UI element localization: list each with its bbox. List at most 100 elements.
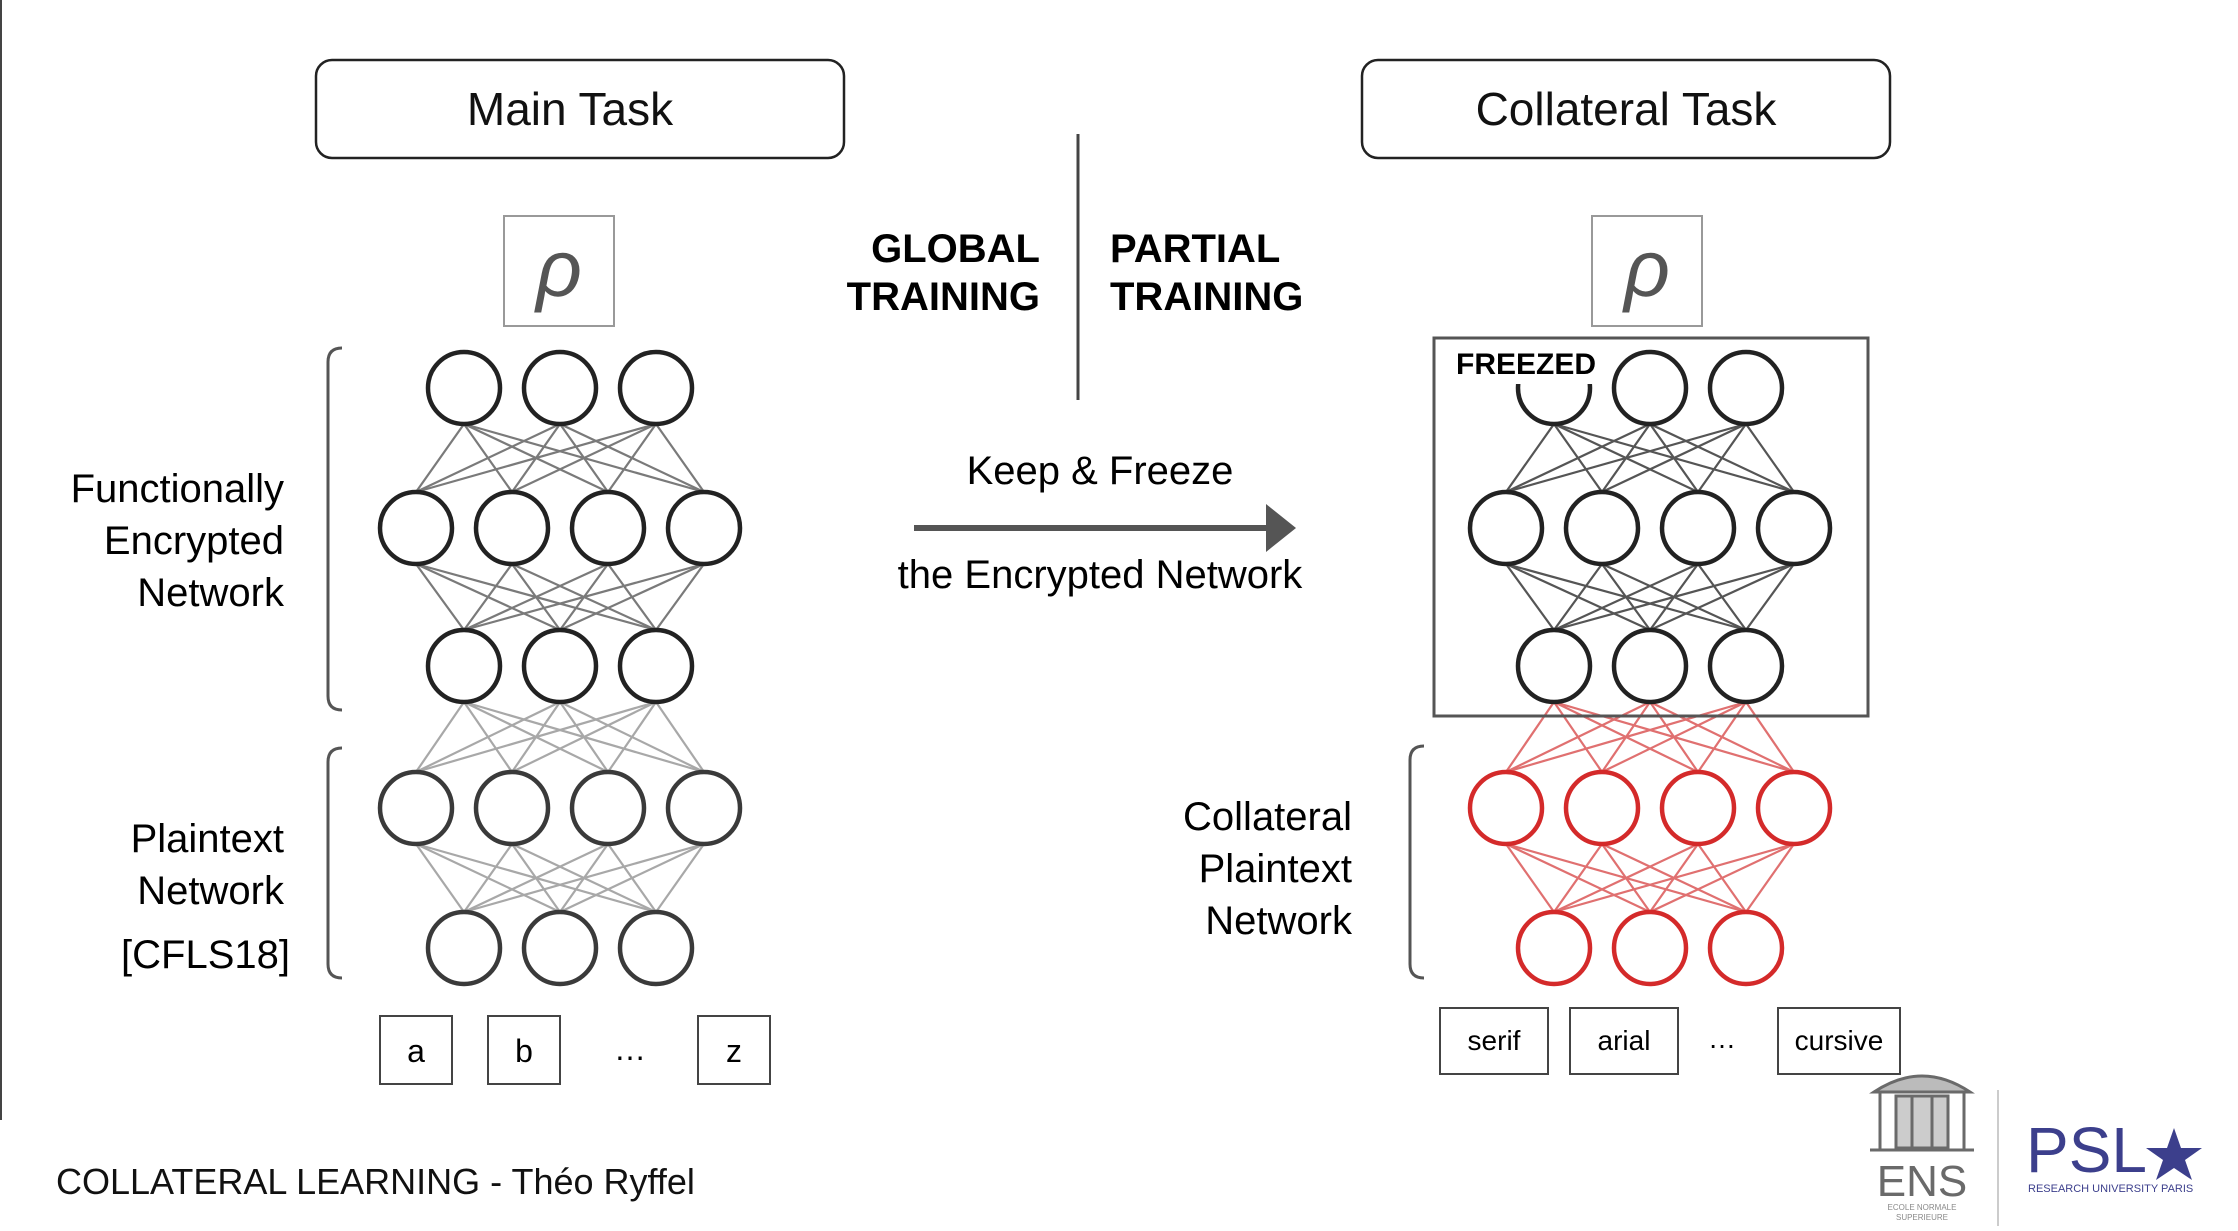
collateral-network-node-1-2 (1659, 489, 1737, 567)
collateral-output-arial-label: arial (1598, 1025, 1651, 1056)
collateral-network-edge-2-1-0 (1505, 701, 1651, 773)
main-output-b: b (487, 1015, 561, 1085)
main-network-edge-3-3-0 (463, 842, 705, 914)
main-network-edge-0-2-0 (415, 422, 657, 494)
encrypted-bracket (326, 346, 343, 712)
collateral-network-edge-0-0-0 (1505, 423, 1555, 493)
main-network-edge-2-2-0 (415, 700, 657, 774)
plaintext-label-line-3: [CFLS18] (121, 933, 290, 977)
main-network-edge-0-2-2 (607, 423, 657, 493)
main-network-node-2-0 (425, 627, 503, 705)
collateral-network-edge-1-0-0 (1505, 563, 1555, 631)
freezed-label: FREEZED (1456, 348, 1596, 381)
main-network-node-1-0 (377, 489, 455, 567)
collateral-network-edge-3-2-0 (1553, 843, 1699, 913)
main-network-edge-0-2-1 (511, 423, 657, 493)
keep-freeze-arrow-head (1266, 504, 1296, 552)
main-output-z-label: z (726, 1033, 742, 1069)
collateral-network-edge-0-2-3 (1745, 423, 1795, 493)
plaintext-label-line-2: Network (137, 869, 285, 913)
collateral-network-edge-1-3-2 (1745, 563, 1795, 631)
collateral-network-node-2-0 (1515, 627, 1593, 705)
psl-logo-text: PSL (2026, 1114, 2147, 1186)
collateral-label-line-2: Plaintext (1199, 847, 1352, 891)
collateral-network-edge-3-1-0 (1553, 843, 1603, 913)
collateral-label-line-1: Collateral (1183, 795, 1352, 839)
collateral-output-cursive: cursive (1777, 1007, 1901, 1075)
main-network-node-1-1 (473, 489, 551, 567)
collateral-output-cursive-label: cursive (1795, 1025, 1884, 1056)
collateral-network-edge-3-3-2 (1745, 843, 1795, 913)
encrypted-label-line-1: Functionally (71, 467, 284, 511)
main-output-a-label: a (407, 1033, 425, 1069)
collateral-network-node-3-2 (1659, 769, 1737, 847)
collateral-network-node-4-0 (1515, 909, 1593, 987)
collateral-network-edge-2-2-0 (1505, 700, 1747, 774)
collateral-network-edge-2-0-0 (1505, 701, 1555, 773)
collateral-network-edge-3-3-0 (1553, 842, 1795, 914)
collateral-network-node-1-1 (1563, 489, 1641, 567)
main-network-node-0-2 (617, 349, 695, 427)
main-output-z: z (697, 1015, 771, 1085)
main-network-edge-1-2-0 (463, 563, 609, 631)
collateral-network-node-1-3 (1755, 489, 1833, 567)
collateral-network-edge-2-2-3 (1745, 701, 1795, 773)
collateral-network-node-3-3 (1755, 769, 1833, 847)
main-network-edge-0-2-3 (655, 423, 705, 493)
main-input-image (503, 215, 615, 327)
collateral-network-edge-0-2-2 (1697, 423, 1747, 493)
main-network-node-1-3 (665, 489, 743, 567)
footer-caption: COLLATERAL LEARNING - Théo Ryffel (56, 1161, 695, 1202)
main-network-edge-1-1-0 (463, 563, 513, 631)
main-network-edge-3-2-0 (463, 843, 609, 913)
main-network-node-3-2 (569, 769, 647, 847)
freezed-label-bg (1442, 344, 1612, 384)
main-network-edge-0-0-0 (415, 423, 465, 493)
main-network-node-3-1 (473, 769, 551, 847)
main-network-edge-1-3-2 (655, 563, 705, 631)
main-network-edge-3-3-2 (655, 843, 705, 913)
main-output-ellipsis: … (614, 1031, 646, 1067)
collateral-network-node-4-2 (1707, 909, 1785, 987)
collateral-output-ellipsis: … (1708, 1023, 1736, 1054)
keep-freeze-text: Keep & Freeze (967, 449, 1234, 493)
psl-logo: PSL RESEARCH UNIVERSITY PARIS (2026, 1114, 2202, 1195)
collateral-task-title-box (1360, 58, 1892, 160)
main-network-node-4-1 (521, 909, 599, 987)
main-network-node-0-0 (425, 349, 503, 427)
collateral-input-glyph: ρ (1622, 224, 1670, 313)
collateral-network-node-2-2 (1707, 627, 1785, 705)
main-network-edge-2-2-2 (607, 701, 657, 773)
collateral-network-node-0-2 (1707, 349, 1785, 427)
collateral-network-node-3-1 (1563, 769, 1641, 847)
main-network-node-2-2 (617, 627, 695, 705)
main-network-node-1-2 (569, 489, 647, 567)
main-network-edge-1-3-1 (559, 563, 705, 631)
collateral-network-edge-2-2-1 (1601, 701, 1747, 773)
main-network-edge-0-1-0 (415, 423, 561, 493)
collateral-network-node-2-1 (1611, 627, 1689, 705)
collateral-network-edge-1-2-0 (1553, 563, 1699, 631)
collateral-task-title: Collateral Task (1476, 83, 1778, 135)
main-network-edge-2-0-0 (415, 701, 465, 773)
collateral-network-node-0-1 (1611, 349, 1689, 427)
collateral-network-edge-0-1-0 (1505, 423, 1651, 493)
main-network-edge-1-0-0 (415, 563, 465, 631)
global-training-line-2: TRAINING (847, 275, 1040, 319)
collateral-output-serif-label: serif (1468, 1025, 1521, 1056)
collateral-network-edge-1-3-1 (1649, 563, 1795, 631)
main-network (377, 349, 743, 987)
collateral-output-arial: arial (1569, 1007, 1679, 1075)
main-network-node-3-0 (377, 769, 455, 847)
global-training-line-1: GLOBAL (871, 227, 1040, 271)
main-network-node-4-0 (425, 909, 503, 987)
collateral-network-edge-1-1-0 (1553, 563, 1603, 631)
psl-star-icon (2146, 1128, 2202, 1180)
ens-building-icon (1869, 1074, 1975, 1152)
main-network-edge-2-1-0 (415, 701, 561, 773)
ens-logo-sub-2: SUPERIEURE (1896, 1213, 1948, 1222)
main-output-a: a (379, 1015, 453, 1085)
main-network-edge-1-3-0 (463, 562, 705, 632)
